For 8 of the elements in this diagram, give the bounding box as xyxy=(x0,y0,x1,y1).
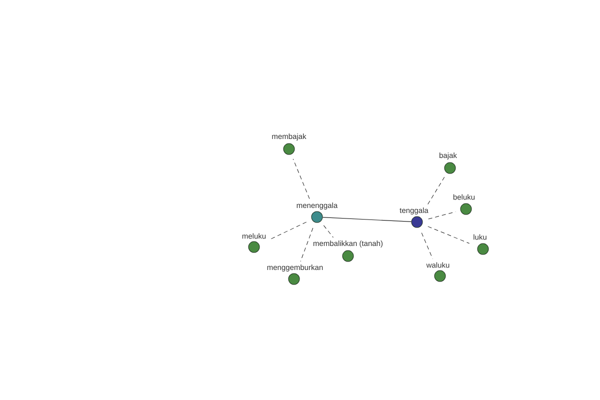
connector-line xyxy=(428,226,470,244)
connector-line xyxy=(292,158,310,199)
connector-line xyxy=(428,176,445,205)
connector-line xyxy=(421,232,433,259)
connector-line xyxy=(322,216,412,222)
connector-line xyxy=(323,225,334,238)
connector-line xyxy=(300,228,314,262)
connector-line xyxy=(268,222,307,240)
